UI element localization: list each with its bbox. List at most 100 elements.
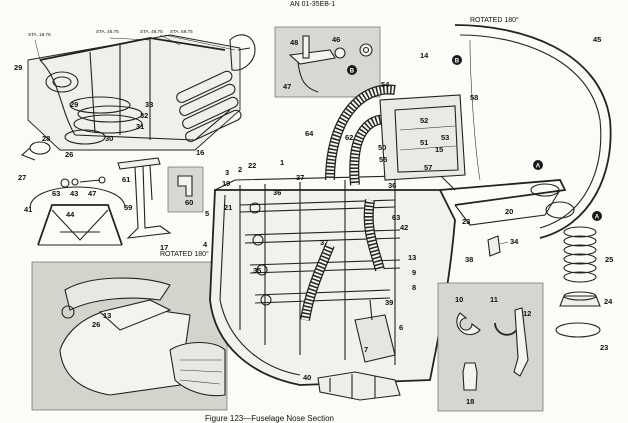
- mount-bracket-40: 40: [303, 371, 401, 401]
- callout-4: 4: [203, 240, 208, 249]
- doc-number: AN 01-35EB-1: [290, 1, 335, 8]
- callout-33: 33: [145, 100, 153, 109]
- callout-39: 39: [385, 298, 393, 307]
- callout-9: 9: [412, 268, 416, 277]
- aircraft-location-view: 13 26 ROTATED 180°: [31, 250, 228, 411]
- station-label-3: STA. 48.75: [140, 29, 163, 34]
- callout-32: 32: [140, 111, 148, 120]
- station-label-2: STA. 46.75: [96, 29, 119, 34]
- callout-15: 15: [435, 145, 443, 154]
- callout-18: 18: [466, 397, 474, 406]
- callout-63a: 63: [52, 189, 60, 198]
- callout-30: 30: [105, 134, 113, 143]
- nose-door: B A ROTATED 180° 45: [452, 16, 612, 239]
- callout-25: 25: [605, 255, 613, 264]
- callout-36a: 36: [273, 188, 281, 197]
- detail-a-ref-1: A: [536, 164, 541, 170]
- rotated-note-left: ROTATED 180°: [160, 250, 209, 258]
- detail-a-ref-2: A: [595, 215, 600, 221]
- callout-48: 48: [290, 38, 298, 47]
- callout-34: 34: [510, 237, 519, 246]
- callout-64: 64: [305, 129, 314, 138]
- fuselage-nose-assembly: 1 2 3 4 5 6 7 8 9 13 14 15 19 20 21 22 2…: [203, 51, 567, 386]
- callout-12: 12: [523, 309, 531, 318]
- callout-13a: 13: [103, 311, 111, 320]
- callout-46: 46: [332, 35, 340, 44]
- gun-tube-cluster: [176, 70, 242, 142]
- callout-37a: 37: [296, 173, 304, 182]
- callout-16: 16: [196, 148, 204, 157]
- callout-31: 31: [136, 122, 144, 131]
- detail-b-box: B 48 46 47: [274, 26, 381, 98]
- callout-10: 10: [455, 295, 463, 304]
- callout-38: 38: [465, 255, 473, 264]
- fitting-part-28: [29, 141, 51, 155]
- callout-7: 7: [364, 345, 368, 354]
- callout-47a: 47: [283, 82, 291, 91]
- callout-21: 21: [224, 203, 232, 212]
- rotated-note-right: ROTATED 180°: [470, 16, 519, 24]
- callout-50: 50: [378, 143, 386, 152]
- callout-1: 1: [280, 158, 284, 167]
- callout-43a: 43: [70, 189, 78, 198]
- callout-19: 19: [222, 179, 230, 188]
- callout-58: 58: [470, 93, 478, 102]
- callout-24: 24: [604, 297, 613, 306]
- callout-47b: 47: [88, 189, 96, 198]
- callout-26a: 26: [65, 150, 73, 159]
- callout-53: 53: [441, 133, 449, 142]
- callout-8: 8: [412, 283, 416, 292]
- callout-28: 28: [42, 134, 50, 143]
- callout-63b: 63: [392, 213, 400, 222]
- callout-26b: 26: [92, 320, 100, 329]
- callout-29a: 29: [14, 63, 22, 72]
- callout-59: 59: [124, 203, 132, 212]
- detail-b-ref-1: B: [350, 69, 355, 75]
- callout-51: 51: [420, 138, 428, 147]
- callout-11: 11: [490, 295, 498, 304]
- callout-45: 45: [593, 35, 601, 44]
- callout-17: 17: [160, 243, 168, 252]
- callout-2: 2: [238, 165, 242, 174]
- callout-42: 42: [400, 223, 408, 232]
- detail-a-marker-1: [533, 160, 543, 170]
- detail-a-spring: A 25 24 23: [555, 211, 613, 352]
- callout-23b: 23: [600, 343, 608, 352]
- callout-62: 62: [345, 133, 353, 142]
- callout-37b: 37: [320, 238, 328, 247]
- callout-27: 27: [18, 173, 26, 182]
- callout-55: 55: [379, 155, 387, 164]
- ammo-chutes: [300, 84, 396, 321]
- callout-44: 44: [66, 210, 75, 219]
- latch-part-34: 34 38: [465, 235, 519, 264]
- callout-40: 40: [303, 373, 311, 382]
- bracket-part: [229, 34, 256, 71]
- callout-5: 5: [205, 209, 209, 218]
- callout-6: 6: [399, 323, 403, 332]
- callout-41: 41: [24, 205, 32, 214]
- callout-54: 54: [381, 80, 390, 89]
- detail-a-marker-2: [592, 211, 602, 221]
- callout-14: 14: [420, 51, 429, 60]
- callout-13b: 13: [408, 253, 416, 262]
- detail-b-marker-2: [452, 55, 462, 65]
- callout-36b: 36: [388, 181, 396, 190]
- figure-caption: Figure 123—Fuselage Nose Section: [205, 414, 334, 423]
- detail-b-ref-2: B: [455, 59, 460, 65]
- callout-57: 57: [424, 163, 432, 172]
- callout-60: 60: [185, 198, 193, 207]
- callout-3: 3: [225, 168, 229, 177]
- station-label-4: STA. 59.75: [170, 29, 193, 34]
- callout-35: 35: [253, 266, 261, 275]
- callout-20: 20: [505, 207, 513, 216]
- callout-23a: 23: [462, 217, 470, 226]
- callout-52: 52: [420, 116, 428, 125]
- gun-fairing-inset: STA. 18.75 STA. 46.75 STA. 48.75 STA. 59…: [14, 29, 256, 182]
- callout-29b: 29: [70, 100, 78, 109]
- mid-left-parts: 63 43 47 61 59 17 60 41 44: [24, 157, 204, 252]
- detail-b-marker-1: [347, 65, 357, 75]
- station-label-1: STA. 18.75: [28, 32, 51, 37]
- callout-22: 22: [248, 161, 256, 170]
